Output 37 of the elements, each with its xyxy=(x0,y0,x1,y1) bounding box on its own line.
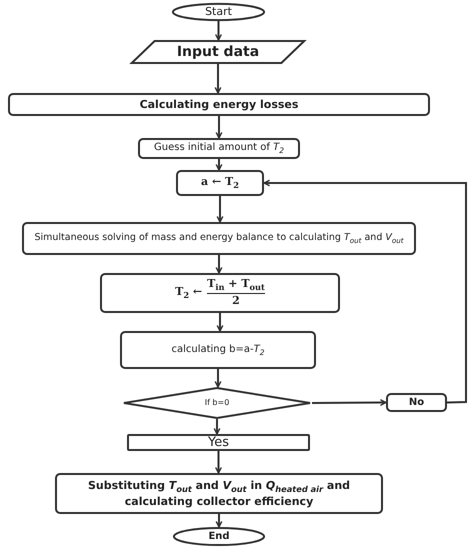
arrow xyxy=(216,313,224,332)
arrow xyxy=(216,116,222,139)
arrow xyxy=(216,159,222,171)
arrow xyxy=(216,255,222,274)
formula-text: T$_{2}$ ← xyxy=(175,284,202,302)
process-box xyxy=(100,273,340,313)
process-box xyxy=(386,393,447,412)
process-box xyxy=(127,434,310,451)
node-label: End xyxy=(208,530,230,542)
node-label: Start xyxy=(205,5,232,19)
node-label: If b=0 xyxy=(204,398,230,408)
node-label: calculating b=a-T$_{2}$ xyxy=(171,344,265,356)
process-box xyxy=(22,222,416,255)
node-label: Yes xyxy=(208,434,229,450)
process-box xyxy=(8,93,430,116)
node-label: a ← T$_{2}$ xyxy=(201,174,239,192)
denominator: 2 xyxy=(232,294,240,309)
node-label: Input data xyxy=(176,44,260,60)
process-box xyxy=(176,170,264,196)
arrow xyxy=(216,514,222,528)
process-box xyxy=(55,473,383,514)
process-box xyxy=(138,138,300,159)
node-label: No xyxy=(408,396,424,408)
arrow xyxy=(312,399,387,406)
arrow xyxy=(215,21,222,41)
node-label: Simultaneous solving of mass and energy balance to calculating T$_{out}$ and V$_{out}$ xyxy=(34,232,404,246)
arrow xyxy=(263,180,467,404)
arrow xyxy=(214,369,222,388)
process-box xyxy=(120,331,316,369)
node-label: Guess initial amount of T$_{2}$ xyxy=(154,142,284,155)
node-label: Calculating energy losses xyxy=(140,98,298,112)
arrow xyxy=(215,451,222,474)
arrow xyxy=(214,419,220,435)
arrow xyxy=(216,196,224,223)
arrow xyxy=(214,64,222,94)
node-label: Substituting T$_{out}$ and V$_{out}$ in Q$_{heated air}$ and calculating collector efficiency xyxy=(86,478,352,508)
numerator: T$_{in}$ + T$_{out}$ xyxy=(207,277,265,294)
